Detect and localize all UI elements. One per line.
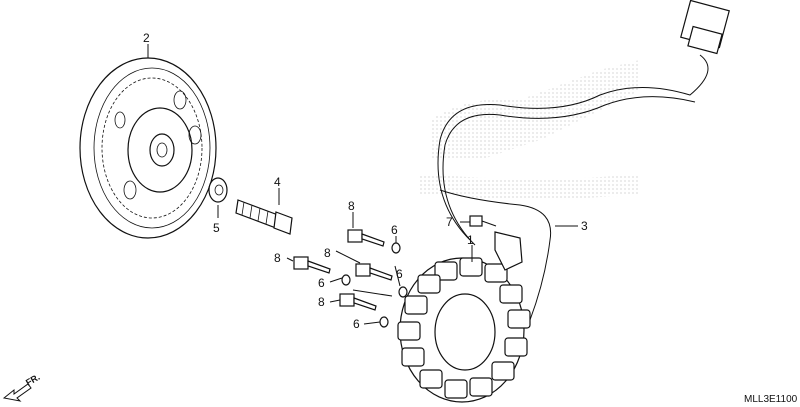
callout-8-d: 8 — [318, 295, 325, 309]
callout-7: 7 — [446, 215, 453, 229]
front-direction-arrow: FR. — [2, 372, 42, 402]
diagram-code: MLL3E1100 — [744, 394, 798, 405]
flywheel-rotor — [79, 57, 217, 239]
callout-6-c: 6 — [318, 276, 325, 290]
callout-6-d: 6 — [353, 317, 360, 331]
callout-8-c: 8 — [274, 251, 281, 265]
washer — [208, 177, 228, 203]
callout-6-a: 6 — [391, 223, 398, 237]
callout-5: 5 — [213, 221, 220, 235]
callout-3: 3 — [581, 219, 588, 233]
stator-washers — [341, 242, 408, 328]
front-label: FR. — [24, 372, 42, 388]
leader-lines — [147, 44, 578, 325]
flywheel-bolt — [235, 199, 293, 235]
wire-harness — [437, 0, 730, 321]
harness-bracket — [469, 215, 523, 271]
callout-1: 1 — [467, 233, 474, 247]
callout-2: 2 — [143, 31, 150, 45]
callout-4: 4 — [274, 175, 281, 189]
callout-8-a: 8 — [348, 199, 355, 213]
callout-6-b: 6 — [396, 267, 403, 281]
harness-shadow — [420, 60, 640, 200]
stator-bolts — [293, 229, 393, 311]
callout-8-b: 8 — [324, 246, 331, 260]
stator — [397, 257, 531, 403]
